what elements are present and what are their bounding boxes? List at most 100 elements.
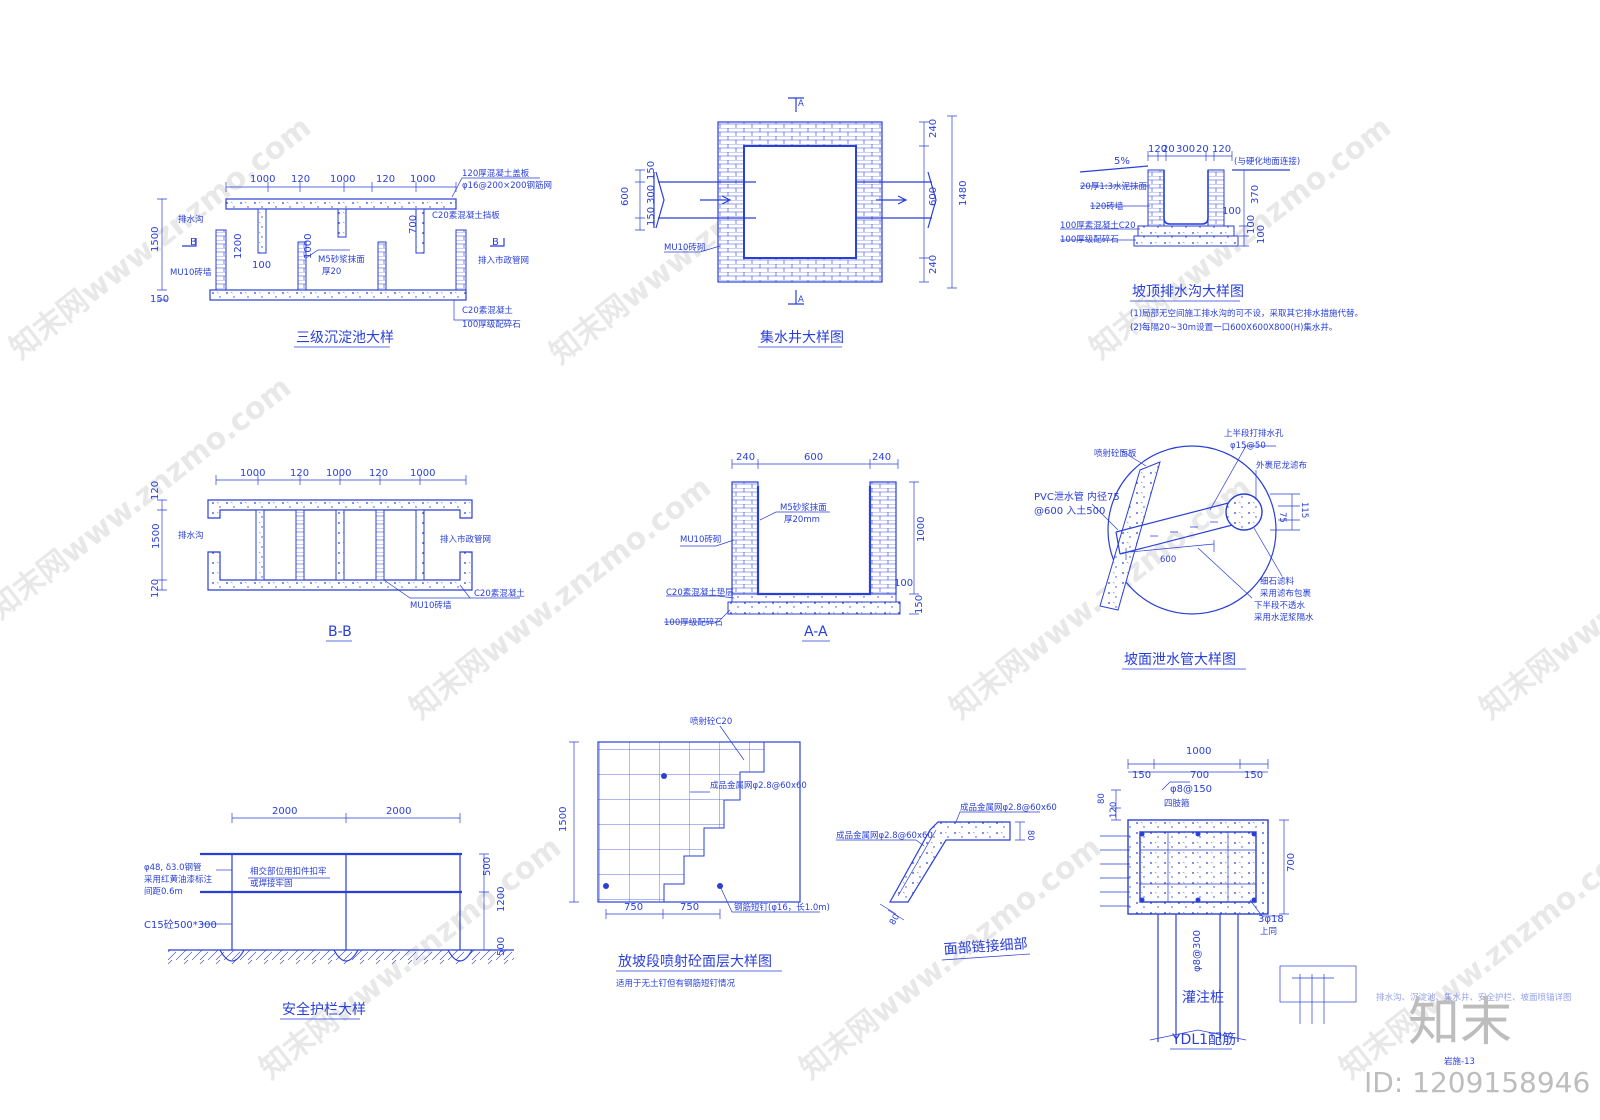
dim: 120 [369,468,388,479]
label: 厚20 [322,267,341,277]
label: 成品金属网φ2.8@60x60 [710,780,807,791]
dim: 120 [376,174,395,185]
label: 排入市政管网 [440,534,491,545]
detail-title: 坡顶排水沟大样图 [1132,284,1244,300]
dim: 600 [804,452,823,463]
detail-tank-section: 1000 120 1000 120 1000 120 1500 120 排水沟 … [150,468,525,642]
dim: 120 [290,468,309,479]
label: 成品金属网φ2.8@60x60 [836,830,933,841]
brick-wall [295,509,305,581]
dim: 750 [624,902,643,913]
dim: 5% [1114,156,1130,167]
dim: 120 [150,579,161,598]
dim: 120 [1148,144,1167,155]
dim: 600 [620,187,631,206]
dim: 300 [646,185,657,204]
baffle [257,208,267,254]
brick-wall [1207,169,1225,227]
tank-wall [207,551,473,591]
label: 成品金属网φ2.8@60x60 [960,802,1057,813]
watermark-text: 知末网www.znzmo.com [793,830,1108,1087]
section-marker: A [798,99,804,109]
label: 采用滤布包裹 [1260,588,1312,599]
dim: 1500 [558,807,569,832]
detail-well-section: 240 600 240 1000 100 150 M5砂浆抹面 厚20mm MU… [664,452,927,642]
label: 喷射砼C20 [690,716,732,727]
dim: 500 [482,857,493,876]
label: M5砂浆抹面 [318,254,365,265]
label: C20素混凝土垫层 [666,587,734,598]
mesh-grid [597,741,765,903]
detail-pile: 1000 150 700 150 φ8@150 四肢箍 80 120 700 3… [1097,746,1572,1050]
label: φ48, δ3.0钢管 [144,862,202,873]
dim: 600 [1160,555,1176,565]
watermark-id: ID: 1209158946 [1364,1066,1590,1099]
partial-note: 排水沟、沉淀池、集水井、安全护栏、坡面喷锚详图 [1376,992,1572,1003]
dim: 115 [1299,502,1309,518]
baffle [415,509,425,581]
detail-drain-pipe: 600 115 75 上半段打排水孔 φ15@50 喷射砼面板 PVC泄水管 内… [1034,428,1314,670]
dim: 1000 [240,468,265,479]
label: M5砂浆抹面 [780,502,827,513]
detail-title: 面部链接细部 [943,935,1028,958]
dim: 150 [914,595,925,614]
watermark-text: 知末网www.znzmo.com [1473,470,1600,727]
baffle [415,208,425,254]
dim: 700 [1190,770,1209,781]
dim: 300 [1176,144,1195,155]
label: 排水沟 [178,214,204,225]
label: 相交部位用扣件扣牢 [250,866,327,877]
label: C20素混凝土 [474,588,525,599]
detail-title: 集水井大样图 [760,329,844,346]
section-marker: A [798,295,804,305]
dim: 120 [1109,802,1119,818]
label: 3φ18 [1258,914,1284,925]
dim: 1500 [150,227,161,252]
detail-title: 放坡段喷射砼面层大样图 [618,954,772,970]
label: φ8@150 [1170,784,1212,795]
shotcrete-facing [1099,461,1161,611]
label: MU10砖墙 [170,267,212,278]
detail-title: A-A [804,624,828,640]
label: φ15@50 [1230,441,1266,451]
label: MU10砖砌 [664,242,705,253]
dim: 100 [894,578,913,589]
label: 四肢箍 [1164,798,1190,809]
cover-slab [225,198,457,210]
label: @600 入土500 [1034,504,1105,517]
detail-tank-plan: 1000 120 1000 120 1000 1500 150 1200 100… [150,168,552,348]
detail-title: 坡面泄水管大样图 [1124,652,1236,668]
label: 120厚混凝土盖板 [462,168,530,179]
dim: 750 [680,902,699,913]
detail-joint: 80 80 成品金属网φ2.8@60x60 成品金属网φ2.8@60x60 面部… [836,802,1057,961]
label: 厚20mm [784,515,820,525]
concrete-base [1137,225,1235,237]
dim: 120 [150,481,161,500]
label: C15砼500*300 [144,918,217,931]
section-marker: B [492,237,499,248]
detail-well-plan: A A 600 150 300 150 240 600 1480 240 MU1… [620,97,969,348]
gravel [727,601,901,615]
label: 外裹尼龙滤布 [1256,460,1307,471]
dim: 20 [1196,144,1209,155]
section-marker: B [190,237,197,248]
dim: 1000 [303,234,314,259]
dim: 1200 [233,234,244,259]
dim: 120 [1212,144,1231,155]
dim: 150 [646,207,657,226]
label: φ16@200×200钢筋网 [462,180,552,191]
gravel-filter [1225,493,1263,531]
dim: 150 [646,161,657,180]
dim: 500 [496,937,507,956]
label: 采用水泥浆隔水 [1254,612,1314,623]
dim: 150 [150,294,169,305]
dim: 150 [1244,770,1263,781]
dim: 100 [1246,215,1257,234]
watermark-logo: 知末 [1408,993,1512,1053]
label: 间距0.6m [144,887,183,897]
dim: 150 [1132,770,1151,781]
dim: 100 [1222,206,1241,217]
label: PVC泄水管 内径75 [1034,490,1120,503]
label: 上半段打排水孔 [1224,428,1284,439]
dim: 1000 [1186,746,1211,757]
